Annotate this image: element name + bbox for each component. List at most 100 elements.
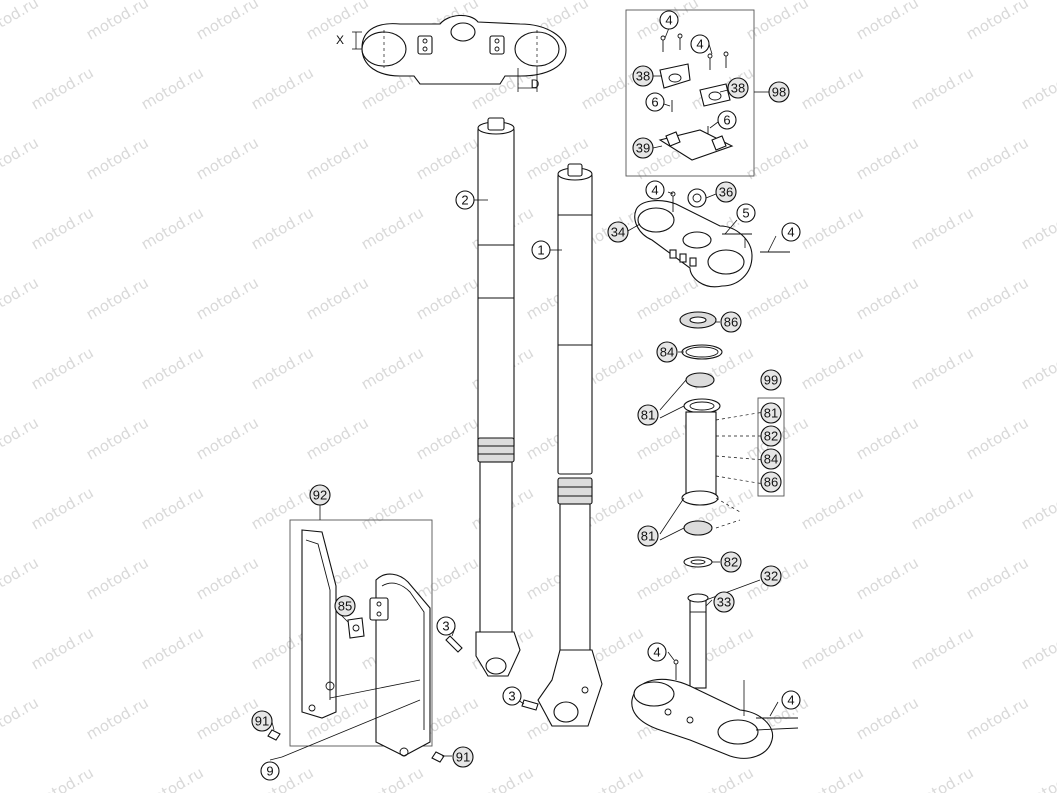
watermark-text: motod.ru: [963, 413, 1032, 463]
callout-4-a: 4: [659, 10, 679, 30]
svg-text:32: 32: [764, 569, 778, 584]
kit-callout-81: 81: [760, 402, 782, 424]
svg-text:2: 2: [461, 193, 468, 208]
callout-38-b: 38: [727, 77, 749, 99]
callout-2: 2: [455, 190, 475, 210]
fork-guards: [281, 505, 433, 758]
watermark-text: motod.ru: [798, 203, 867, 253]
watermark-text: motod.ru: [1018, 623, 1057, 673]
callout-4-c: 4: [645, 180, 665, 200]
callout-81-a: 81: [637, 404, 659, 426]
watermark-text: motod.ru: [83, 0, 152, 43]
watermark-text: motod.ru: [28, 203, 97, 253]
callout-84: 84: [656, 341, 678, 363]
svg-text:6: 6: [723, 113, 730, 128]
watermark-text: motod.ru: [853, 693, 922, 743]
svg-text:84: 84: [764, 452, 778, 467]
watermark-text: motod.ru: [193, 553, 262, 603]
watermark-text: motod.ru: [0, 133, 42, 183]
svg-text:4: 4: [665, 13, 672, 28]
svg-text:3: 3: [442, 619, 449, 634]
callout-4-f: 4: [781, 690, 801, 710]
callout-98: 98: [768, 81, 790, 103]
watermark-text: motod.ru: [413, 133, 482, 183]
watermark-text: motod.ru: [798, 483, 867, 533]
svg-text:91: 91: [456, 750, 470, 765]
watermark-text: motod.ru: [0, 693, 42, 743]
svg-text:39: 39: [636, 141, 650, 156]
callout-91-b: 91: [452, 746, 474, 768]
watermark-text: motod.ru: [743, 0, 812, 43]
watermark-text: motod.ru: [0, 413, 42, 463]
callouts: 2 1 4 4 38 38 98 6 6 39 4 36 5 34 4 86 8…: [251, 10, 801, 781]
watermark-text: motod.ru: [963, 0, 1032, 43]
kit-callout-86: 86: [760, 471, 782, 493]
watermark-text: motod.ru: [138, 763, 207, 793]
watermark-text: motod.ru: [743, 273, 812, 323]
callout-6-b: 6: [717, 110, 737, 130]
svg-text:85: 85: [338, 599, 352, 614]
svg-text:82: 82: [764, 429, 778, 444]
watermark-text: motod.ru: [413, 273, 482, 323]
watermark-text: motod.ru: [1018, 203, 1057, 253]
svg-text:1: 1: [537, 243, 544, 258]
watermark-text: motod.ru: [28, 623, 97, 673]
watermark-text: motod.ru: [798, 623, 867, 673]
watermark-text: motod.ru: [908, 763, 977, 793]
callout-38-a: 38: [632, 65, 654, 87]
callout-39: 39: [632, 137, 654, 159]
callout-4-d: 4: [781, 222, 801, 242]
watermark-text: motod.ru: [468, 763, 537, 793]
watermark-text: motod.ru: [853, 0, 922, 43]
callout-6-a: 6: [645, 92, 665, 112]
callout-99: 99: [760, 369, 782, 391]
watermark-text: motod.ru: [83, 273, 152, 323]
watermark-text: motod.ru: [853, 273, 922, 323]
watermark-text: motod.ru: [138, 203, 207, 253]
svg-text:4: 4: [653, 645, 660, 660]
watermark-text: motod.ru: [28, 483, 97, 533]
callout-3-b: 3: [502, 686, 522, 706]
watermark-text: motod.ru: [963, 273, 1032, 323]
dimension-d-label: D: [531, 77, 540, 91]
callout-33: 33: [713, 591, 735, 613]
svg-text:4: 4: [651, 183, 658, 198]
dimension-x-label: X: [336, 33, 344, 47]
watermark-text: motod.ru: [908, 63, 977, 113]
svg-text:82: 82: [724, 555, 738, 570]
svg-text:4: 4: [787, 225, 794, 240]
svg-text:38: 38: [636, 69, 650, 84]
callout-5: 5: [736, 203, 756, 223]
watermark-text: motod.ru: [413, 553, 482, 603]
watermark-text: motod.ru: [28, 63, 97, 113]
watermark-text: motod.ru: [413, 413, 482, 463]
callout-82: 82: [720, 551, 742, 573]
svg-text:81: 81: [764, 406, 778, 421]
svg-text:38: 38: [731, 81, 745, 96]
leader-lines: [269, 27, 779, 761]
watermark-text: motod.ru: [688, 763, 757, 793]
watermark-text: motod.ru: [853, 413, 922, 463]
watermark-text: motod.ru: [193, 693, 262, 743]
callout-85: 85: [334, 595, 356, 617]
watermark-text: motod.ru: [248, 763, 317, 793]
watermark-text: motod.ru: [248, 483, 317, 533]
watermark-text: motod.ru: [83, 553, 152, 603]
svg-text:92: 92: [313, 488, 327, 503]
svg-text:81: 81: [641, 529, 655, 544]
watermark-text: motod.ru: [908, 623, 977, 673]
svg-text:6: 6: [651, 95, 658, 110]
watermark-text: motod.ru: [83, 133, 152, 183]
watermark-text: motod.ru: [193, 133, 262, 183]
watermark-text: motod.ru: [138, 483, 207, 533]
watermark-text: motod.ru: [853, 133, 922, 183]
svg-text:4: 4: [787, 693, 794, 708]
steering-head-parts: [679, 311, 785, 568]
watermark-text: motod.ru: [83, 413, 152, 463]
callout-92: 92: [309, 484, 331, 506]
svg-text:99: 99: [764, 373, 778, 388]
watermark-text: motod.ru: [248, 63, 317, 113]
fork-leg-2: [475, 117, 521, 677]
watermark-text: motod.ru: [798, 343, 867, 393]
